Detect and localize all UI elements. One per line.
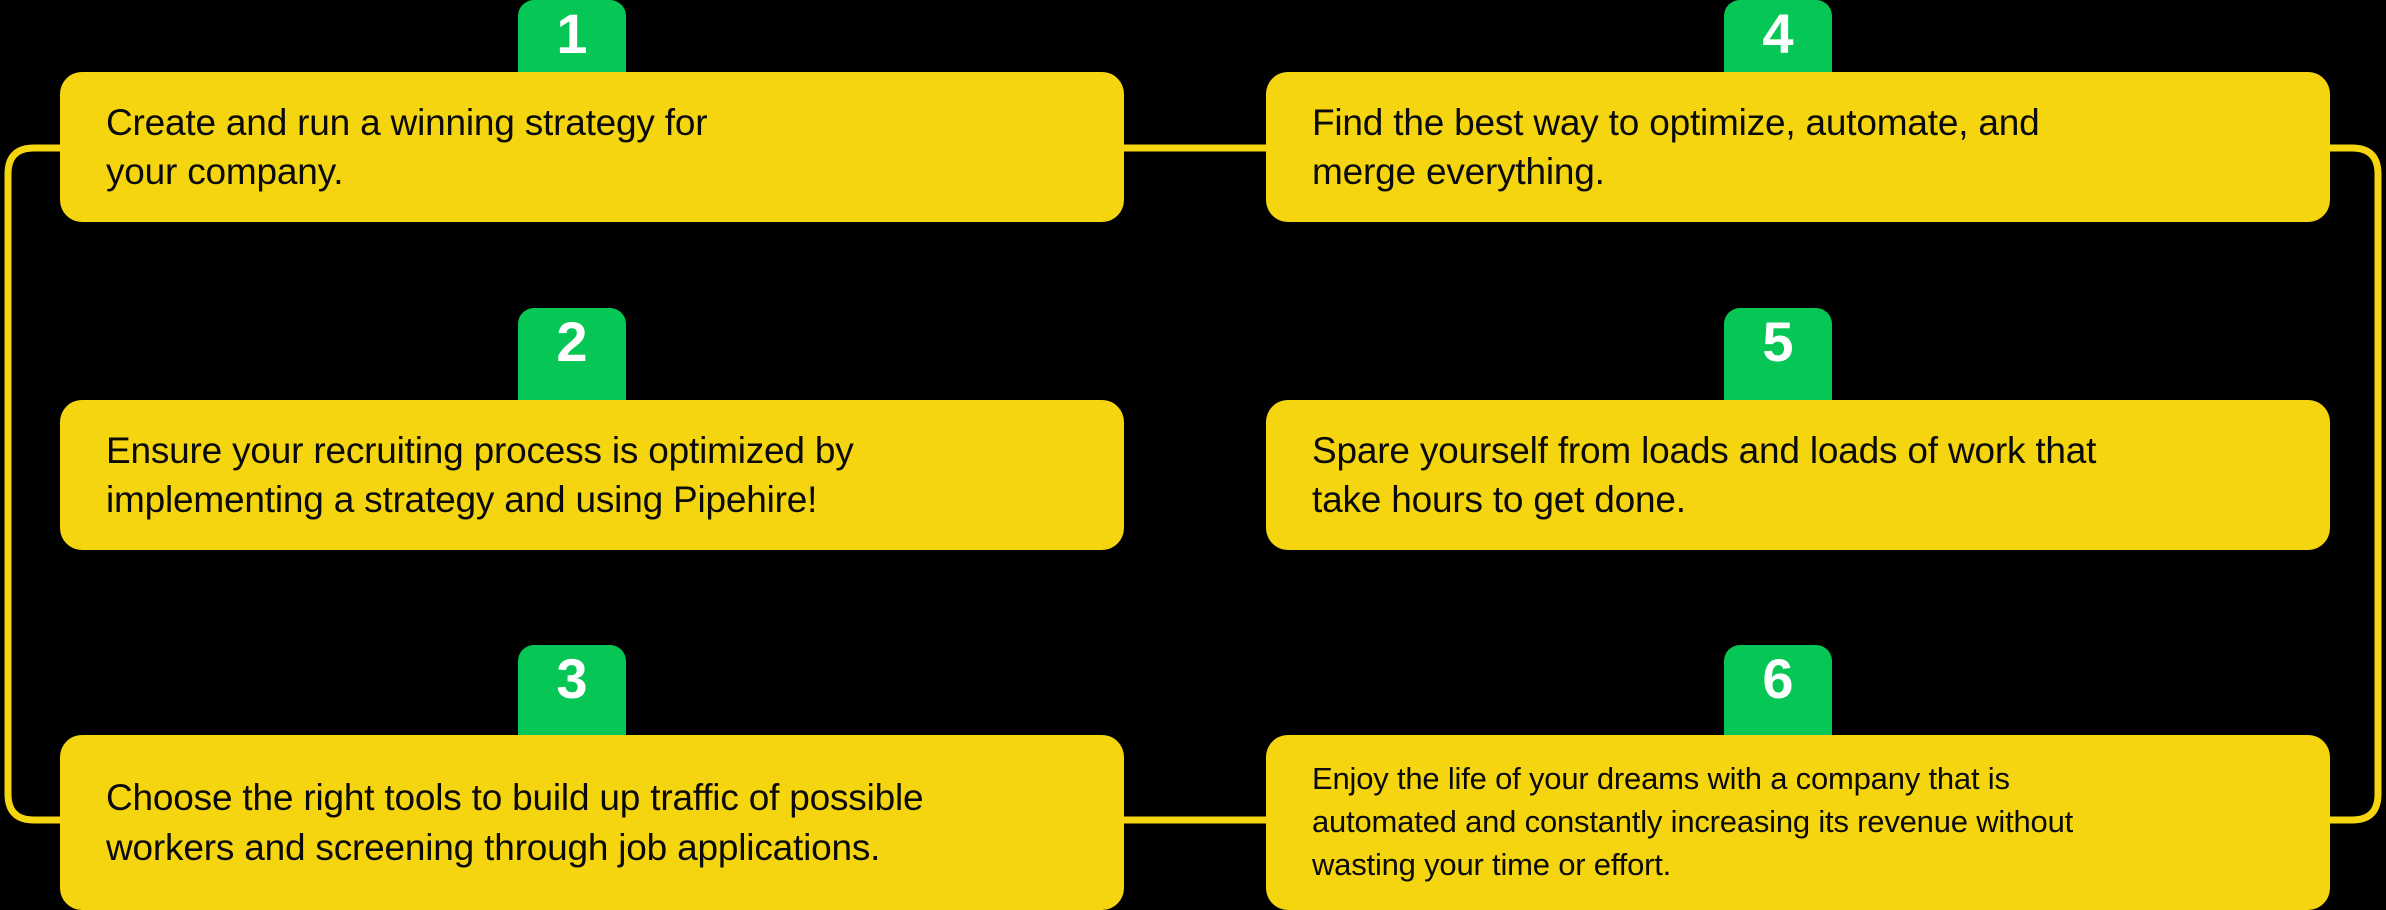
step-card-3[interactable]: Choose the right tools to build up traff… [60,735,1124,910]
step-card-2[interactable]: Ensure your recruiting process is optimi… [60,400,1124,550]
step-badge-3: 3 [518,645,626,737]
step-card-4[interactable]: Find the best way to optimize, automate,… [1266,72,2330,222]
step-card-5[interactable]: Spare yourself from loads and loads of w… [1266,400,2330,550]
step-card-text: Spare yourself from loads and loads of w… [1312,429,2097,520]
step-badge-5: 5 [1724,308,1832,400]
step-card-text: Choose the right tools to build up traff… [106,777,924,868]
connector-right-loop [2330,144,2382,824]
step-badge-number: 3 [556,647,588,710]
step-badge-number: 1 [556,2,588,65]
step-card-6[interactable]: Enjoy the life of your dreams with a com… [1266,735,2330,910]
step-card-text: Create and run a winning strategy for yo… [106,101,708,192]
step-card-text: Ensure your recruiting process is optimi… [106,429,854,520]
step-badge-number: 5 [1762,310,1794,373]
step-badge-number: 2 [556,310,588,373]
step-badge-6: 6 [1724,645,1832,737]
connector-left-loop [4,144,60,824]
step-badge-number: 6 [1762,647,1794,710]
step-card-1[interactable]: Create and run a winning strategy for yo… [60,72,1124,222]
step-badge-2: 2 [518,308,626,400]
step-card-text: Enjoy the life of your dreams with a com… [1312,761,2074,882]
step-badge-number: 4 [1762,2,1794,65]
step-card-text: Find the best way to optimize, automate,… [1312,101,2040,192]
